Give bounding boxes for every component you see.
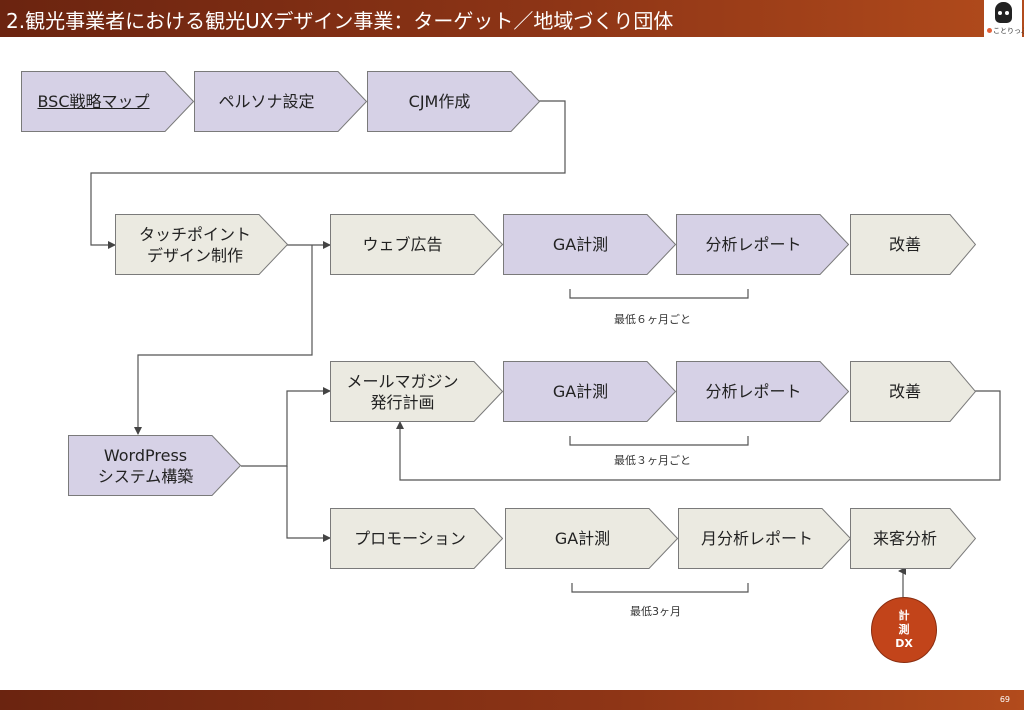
mail-interval-note: 最低３ヶ月ごと [614, 454, 691, 467]
promo-report-label: 月分析レポート [700, 529, 813, 548]
mail-magazine-step: メールマガジン 発行計画 [330, 361, 503, 422]
web-ad-interval-note: 最低６ヶ月ごと [614, 313, 691, 326]
footer-bar: 69 [0, 690, 1024, 710]
connector-badge-to-analysis [898, 567, 906, 597]
mail-report-label: 分析レポート [705, 382, 802, 401]
mail-improve-step: 改善 [850, 361, 976, 422]
badge-line2: 測 [898, 623, 910, 636]
mail-improve-label: 改善 [888, 382, 921, 401]
badge-line3: DX [895, 637, 913, 650]
bsc-strategy-map-label: BSC戦略マップ [37, 92, 150, 111]
page-title: 2.観光事業者における観光UXデザイン事業：ターゲット／地域づくり団体 [6, 9, 674, 33]
bracket-promo [571, 583, 749, 593]
mail-label-line1: メールマガジン [346, 371, 459, 391]
connector-wordpress-to-promo [286, 466, 331, 542]
promo-report-step: 月分析レポート [678, 508, 851, 569]
connector-cjm-to-touchpoint [90, 100, 566, 249]
visitor-analysis-step: 来客分析 [850, 508, 976, 569]
web-ad-improve-label: 改善 [888, 235, 921, 254]
web-ad-label: ウェブ広告 [362, 235, 443, 254]
mail-report-step: 分析レポート [676, 361, 849, 422]
mail-label-line2: 発行計画 [370, 392, 435, 412]
persona-step: ペルソナ設定 [194, 71, 367, 132]
promo-interval-note: 最低3ヶ月 [630, 605, 681, 618]
mail-ga-label: GA計測 [552, 382, 609, 401]
measurement-dx-badge: 計 測 DX [871, 597, 937, 663]
cjm-step: CJM作成 [367, 71, 540, 132]
visitor-analysis-label: 来客分析 [872, 529, 937, 548]
web-ad-improve-step: 改善 [850, 214, 976, 275]
touchpoint-label-line1: タッチポイント [138, 224, 251, 244]
promo-ga-label: GA計測 [554, 529, 611, 548]
wordpress-system-step: WordPress システム構築 [68, 435, 241, 496]
header-bar: 2.観光事業者における観光UXデザイン事業：ターゲット／地域づくり団体 ことりっ… [0, 0, 1024, 37]
logo-dot-icon [987, 28, 992, 33]
web-ad-step: ウェブ広告 [330, 214, 503, 275]
bracket-mail [569, 436, 749, 446]
connector-wordpress-to-mail [241, 387, 331, 467]
cjm-label: CJM作成 [408, 92, 471, 111]
page-number: 69 [999, 695, 1010, 704]
touchpoint-design-step: タッチポイント デザイン制作 [115, 214, 288, 275]
wordpress-label-line1: WordPress [103, 445, 188, 465]
connector-improve-loop [396, 390, 1001, 481]
touchpoint-label-line2: デザイン制作 [146, 245, 243, 265]
web-ad-report-step: 分析レポート [676, 214, 849, 275]
persona-label: ペルソナ設定 [218, 92, 315, 111]
logo: ことりっぷ [984, 0, 1024, 37]
web-ad-ga-label: GA計測 [552, 235, 609, 254]
wordpress-label-line2: システム構築 [97, 466, 194, 486]
mascot-icon [995, 2, 1012, 23]
promotion-step: プロモーション [330, 508, 503, 569]
promo-ga-step: GA計測 [505, 508, 678, 569]
badge-line1: 計 [898, 609, 910, 622]
logo-text: ことりっぷ [993, 27, 1024, 35]
mail-ga-step: GA計測 [503, 361, 676, 422]
web-ad-report-label: 分析レポート [705, 235, 802, 254]
connector-touchpoint-to-wordpress [134, 245, 313, 435]
web-ad-ga-step: GA計測 [503, 214, 676, 275]
bsc-strategy-map-step: BSC戦略マップ [21, 71, 194, 132]
bracket-webad [569, 289, 749, 299]
promotion-label: プロモーション [354, 529, 466, 548]
